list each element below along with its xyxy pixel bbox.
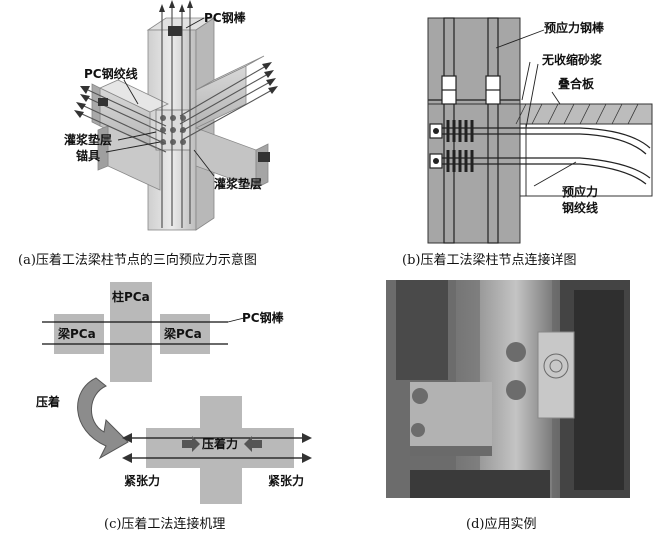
label-tension-right: 紧张力 [268, 473, 304, 488]
label-prestress-strand-line2: 钢绞线 [562, 200, 598, 215]
tension-arrows [122, 433, 312, 463]
caption-d: (d)应用实例 [466, 517, 537, 532]
leader-lines-b [495, 29, 577, 187]
label-prestress-bar: 预应力钢棒 [544, 20, 605, 35]
label-press-force: 压着力 [202, 436, 238, 451]
strands-right [179, 65, 273, 141]
strand-left-arrows [74, 86, 90, 118]
panel-b: 预应力钢棒 无收缩砂浆 叠合板 预应力 钢绞线 (b)压着工法梁柱节点连接详图 [330, 0, 660, 270]
press-force-arrows [182, 436, 262, 452]
upper-pc-bars [42, 321, 228, 345]
upper-beam-right [160, 314, 210, 354]
label-prestress-strand-line1: 预应力 [562, 184, 598, 199]
vertical-bar-arrows [159, 0, 193, 12]
label-beam-pca-left: 梁PCa [57, 326, 96, 341]
right-anchor-block [258, 152, 270, 162]
upper-column [110, 282, 152, 382]
caption-b: (b)压着工法梁柱节点连接详图 [402, 253, 577, 268]
label-pc-bar-c: PC钢棒 [242, 310, 285, 325]
label-composite-slab: 叠合板 [558, 76, 595, 91]
application-photo [386, 280, 630, 498]
column-section [427, 17, 521, 244]
photo-anchor-caps [411, 342, 526, 437]
strand-anchors [429, 123, 443, 169]
caption-a: (a)压着工法梁柱节点的三向预应力示意图 [18, 253, 257, 268]
panel-a: PC钢棒 PC钢绞线 灌浆垫层 锚具 灌浆垫层 (a)压着工法梁柱节点的三向预应… [0, 0, 330, 270]
press-arrow [77, 377, 129, 460]
vertical-pc-bars [161, 6, 191, 228]
leader-pc-bar-c [227, 317, 245, 323]
label-grout-layer-left: 灌浆垫层 [63, 132, 112, 147]
label-pc-bar-a: PC钢棒 [204, 10, 247, 25]
label-anchor: 锚具 [76, 148, 100, 163]
label-press: 压着 [36, 394, 60, 409]
panel-d: (d)应用实例 [330, 270, 660, 540]
top-anchor-block [168, 26, 182, 36]
label-non-shrink-mortar: 无收缩砂浆 [541, 52, 603, 67]
prestress-strands [434, 127, 651, 185]
leader-lines-a [105, 17, 215, 177]
connection-mechanism-diagram: 柱PCa 梁PCa 梁PCa PC钢棒 压着 压着力 紧张力 紧张力 [36, 282, 312, 504]
strand-right-arrows [262, 62, 278, 94]
joint-detail-diagram: 预应力钢棒 无收缩砂浆 叠合板 预应力 钢绞线 [427, 17, 653, 244]
panel-c: 柱PCa 梁PCa 梁PCa PC钢棒 压着 压着力 紧张力 紧张力 (c)压着… [0, 270, 330, 540]
caption-c: (c)压着工法连接机理 [104, 517, 226, 532]
anchor-cluster [155, 109, 191, 151]
composite-slab [515, 103, 653, 125]
bar-couplers [441, 75, 501, 105]
mortar-layer [519, 123, 527, 197]
label-tension-left: 紧张力 [124, 473, 160, 488]
photo-anchor-box [537, 331, 575, 419]
lower-beam [146, 428, 294, 468]
left-anchor-block [98, 98, 108, 106]
spiral-reinforcement [446, 120, 474, 172]
lower-pc-bars [128, 437, 306, 459]
label-beam-pca-right: 梁PCa [163, 326, 202, 341]
label-column-pca: 柱PCa [112, 289, 150, 304]
label-pc-strand: PC钢绞线 [84, 66, 138, 81]
upper-beam-left [54, 314, 104, 354]
label-grout-layer-right: 灌浆垫层 [213, 176, 262, 191]
three-way-prestress-diagram: PC钢棒 PC钢绞线 灌浆垫层 锚具 灌浆垫层 [63, 0, 278, 231]
